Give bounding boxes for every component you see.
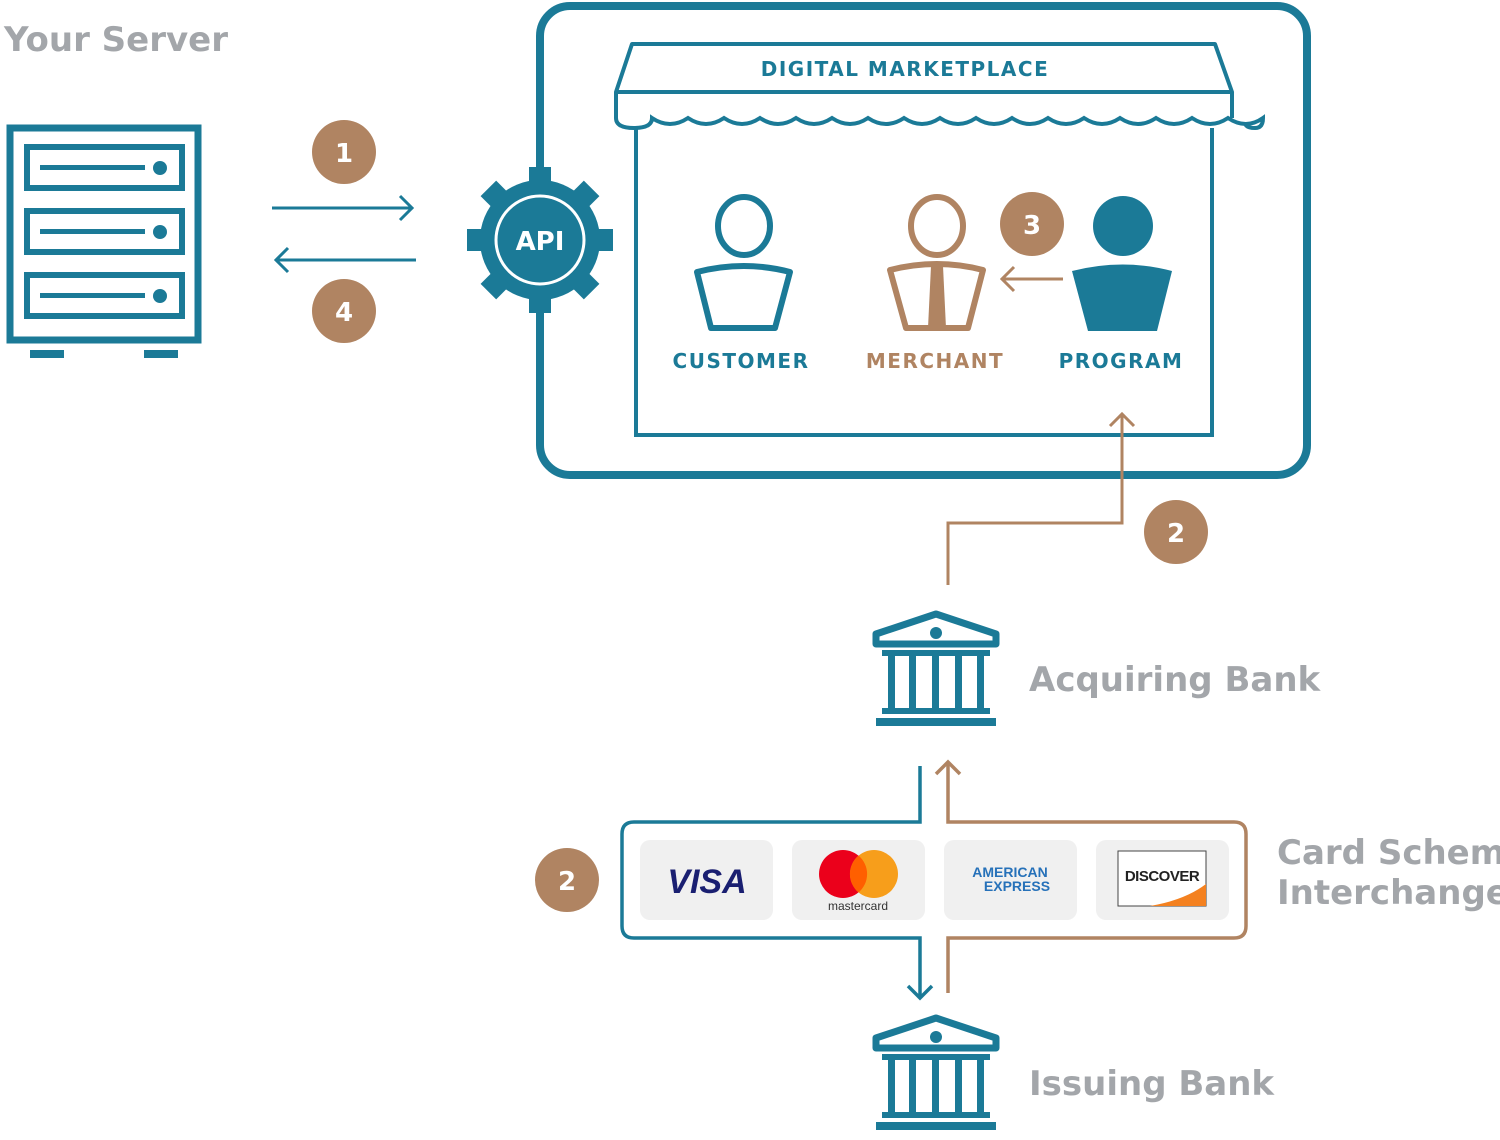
program-to-merchant-arrow <box>999 265 1063 293</box>
person-tie-icon <box>887 194 986 331</box>
merchant-actor[interactable]: MERCHANT <box>866 194 1004 373</box>
step-badge-1: 1 <box>312 120 376 184</box>
merchant-label: MERCHANT <box>866 349 1004 373</box>
visa-card: VISA <box>640 840 773 920</box>
svg-text:EXPRESS: EXPRESS <box>984 878 1050 894</box>
server-icon <box>6 124 202 358</box>
marketplace-store: DIGITAL MARKETPLACE <box>614 42 1266 437</box>
discover-card: DISCOVER <box>1096 840 1229 920</box>
program-label: PROGRAM <box>1059 349 1184 373</box>
svg-text:2: 2 <box>1167 519 1185 549</box>
card-scheme-brown-path <box>934 759 1248 993</box>
svg-text:AMERICAN: AMERICAN <box>972 864 1047 880</box>
marketplace-title: DIGITAL MARKETPLACE <box>761 57 1049 81</box>
card-scheme-label-line1: Card Scheme <box>1277 833 1500 873</box>
svg-text:mastercard: mastercard <box>828 899 888 913</box>
person-outline-icon <box>694 194 793 331</box>
card-scheme-label-line2: Interchange <box>1277 873 1500 913</box>
step-badge-2-bottom: 2 <box>535 848 599 912</box>
svg-text:4: 4 <box>335 298 353 328</box>
svg-text:1: 1 <box>335 139 353 169</box>
svg-text:2: 2 <box>558 867 576 897</box>
acquiring-bank-icon <box>876 614 996 726</box>
request-arrow <box>272 194 415 222</box>
svg-text:DISCOVER: DISCOVER <box>1125 868 1200 885</box>
issuing-bank-icon <box>876 1018 996 1130</box>
acquiring-bank-label: Acquiring Bank <box>1029 660 1322 700</box>
api-gear[interactable]: API <box>467 167 613 313</box>
card-scheme-teal-path <box>620 766 934 1001</box>
svg-text:VISA: VISA <box>667 863 746 901</box>
amex-card: AMERICAN EXPRESS <box>944 840 1077 920</box>
step-badge-4: 4 <box>312 279 376 343</box>
server-label: Your Server <box>3 20 228 60</box>
api-label: API <box>516 227 565 257</box>
program-actor[interactable]: PROGRAM <box>1059 196 1184 373</box>
customer-actor[interactable]: CUSTOMER <box>673 194 810 373</box>
person-filled-icon <box>1072 196 1172 331</box>
mastercard-card: mastercard <box>792 840 925 920</box>
step-badge-2-top: 2 <box>1144 500 1208 564</box>
issuing-bank-label: Issuing Bank <box>1029 1064 1275 1104</box>
customer-label: CUSTOMER <box>673 349 810 373</box>
step-badge-3: 3 <box>1000 192 1064 256</box>
acquirer-to-program-arrow <box>946 411 1136 585</box>
gear-icon <box>467 167 613 313</box>
svg-text:3: 3 <box>1023 211 1041 241</box>
response-arrow <box>273 246 416 274</box>
